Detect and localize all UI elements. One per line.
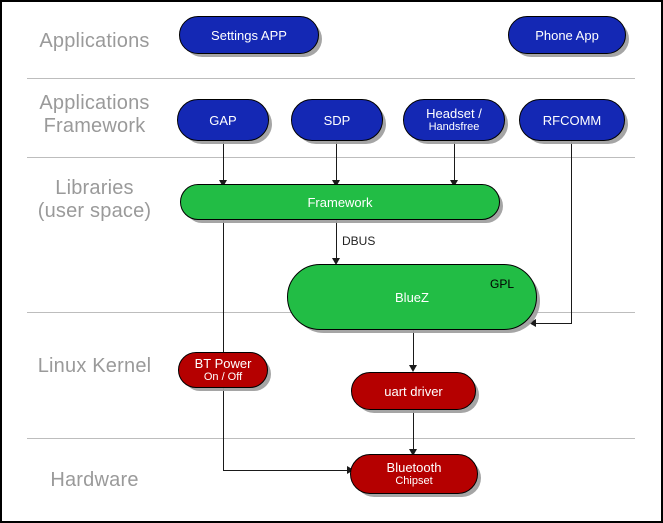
node-uart-driver-label: uart driver [384,383,443,399]
arrowhead-framework-to-bluez [332,258,340,265]
connector-uart-to-chipset [413,410,414,455]
node-headset-handsfree-label-line1: Headset / [426,106,482,121]
node-sdp-label: SDP [323,112,351,128]
node-rfcomm[interactable]: RFCOMM [519,99,625,141]
edge-label-dbus: DBUS [342,234,376,248]
node-bt-power-label-line1: BT Power [194,356,252,371]
arrowhead-uart-to-chipset [409,449,417,456]
layer-label-libraries: Libraries (user space) [37,177,152,222]
divider-applications [27,78,635,79]
divider-app-framework [27,157,635,158]
node-settings-app-label: Settings APP [211,27,287,43]
arrowhead-bluez-to-uart [409,365,417,372]
layer-label-applications: Applications [39,30,150,52]
node-bt-power[interactable]: BT Power On / Off [178,352,268,388]
node-bluez[interactable]: GPL BlueZ [287,264,537,330]
node-bluetooth-chipset-label-line2: Chipset [395,475,433,487]
node-phone-app[interactable]: Phone App [508,16,626,54]
node-headset-handsfree-label-line2: Handsfree [428,121,480,133]
connector-headset-to-framework [454,141,455,186]
node-uart-driver[interactable]: uart driver [351,372,476,410]
node-sdp[interactable]: SDP [291,99,383,141]
connector-framework-to-chipset-vertical [223,220,224,471]
connector-rfcomm-horizontal [535,323,572,324]
node-gap-label: GAP [209,112,237,128]
divider-linux-kernel [27,438,635,439]
node-settings-app[interactable]: Settings APP [179,16,319,54]
node-bluetooth-chipset[interactable]: Bluetooth Chipset [350,454,478,494]
node-bluez-license-tag: GPL [489,277,514,291]
node-gap[interactable]: GAP [177,99,269,141]
layer-label-linux-kernel: Linux Kernel [37,355,152,377]
node-framework-label: Framework [307,194,373,210]
node-bluetooth-chipset-label-line1: Bluetooth [386,460,442,475]
connector-sdp-to-framework [336,141,337,186]
layer-label-app-framework: Applications Framework [39,92,150,137]
arrowhead-rfcomm-to-bluez [529,319,536,327]
node-bt-power-label-line2: On / Off [203,371,243,383]
connector-rfcomm-vertical [571,141,572,324]
node-framework[interactable]: Framework [180,184,500,220]
node-rfcomm-label: RFCOMM [542,112,602,128]
connector-gap-to-framework [223,141,224,186]
connector-framework-to-chipset-horizontal [223,470,349,471]
connector-framework-to-bluez [336,220,337,262]
node-bluez-label: BlueZ [395,289,429,305]
layer-label-hardware: Hardware [50,469,139,491]
connector-bluez-to-uart [413,330,414,370]
node-headset-handsfree[interactable]: Headset / Handsfree [403,99,505,141]
node-phone-app-label: Phone App [535,27,599,43]
